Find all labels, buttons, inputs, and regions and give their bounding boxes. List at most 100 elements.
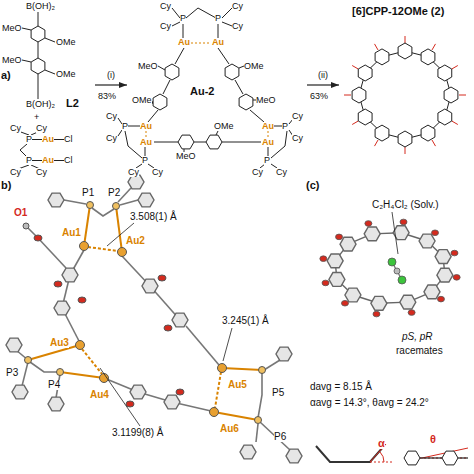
structure-stroke: [398, 131, 412, 147]
structure-stroke: [364, 227, 380, 241]
atom-label: Cy: [10, 168, 21, 177]
atom-label: Cl: [64, 156, 73, 165]
structure-stroke: [82, 349, 102, 374]
atom-label: Cy: [276, 168, 287, 177]
structure-stroke: [172, 313, 188, 327]
atom-label: OMe: [56, 70, 76, 79]
atom-label: P: [282, 122, 288, 131]
structure-stroke: [432, 44, 436, 50]
atom-number-label: Au4: [90, 390, 109, 400]
structure-stroke: [442, 451, 458, 465]
structure-stroke: [424, 285, 440, 299]
atom-label: Au: [140, 138, 152, 147]
structure-stroke: [178, 135, 194, 149]
structure-stroke: [34, 235, 42, 241]
compound-region: [6]CPP-12OMe (2): [340, 0, 474, 170]
atom-number-label: P2: [108, 188, 120, 198]
structure-stroke: [128, 126, 140, 127]
structure-stroke: [218, 24, 219, 38]
structure-stroke: [22, 60, 31, 62]
reaction-arrow: [307, 84, 339, 85]
structure-stroke: [276, 347, 292, 361]
structure-stroke: [438, 65, 452, 81]
structure-stroke: [164, 395, 180, 409]
atom-label: Cy: [160, 22, 171, 31]
structure-stroke: [352, 87, 366, 103]
structure-stroke: [22, 362, 28, 386]
structure-stroke: [16, 188, 290, 450]
structure-stroke: [268, 131, 269, 138]
atom-label: Au: [42, 156, 54, 165]
structure-stroke: [459, 95, 466, 96]
structure-stroke: [344, 95, 351, 96]
structure-stroke: [45, 38, 55, 42]
structure-stroke: [453, 275, 460, 281]
structure-stroke: [80, 242, 89, 251]
structure-stroke: [255, 417, 262, 424]
structure-stroke: [274, 126, 282, 127]
structure-stroke: [54, 301, 70, 315]
atom-label: Cy: [128, 168, 139, 177]
atom-label: OMe: [214, 122, 234, 131]
structure-stroke: [264, 360, 280, 370]
structure-stroke: [352, 66, 358, 70]
atom-number-label: Au1: [62, 228, 81, 238]
structure-stroke: [222, 142, 261, 143]
structure-stroke: [148, 110, 158, 122]
structure-stroke: [218, 364, 227, 373]
structure-stroke: [222, 368, 262, 370]
reaction-condition: (i): [107, 71, 115, 80]
measurement-label: C₂H₄Cl₂ (Solv.): [372, 200, 439, 210]
structure-stroke: [452, 66, 458, 70]
structure-stroke: [142, 279, 158, 293]
structure-stroke: [451, 250, 458, 256]
reaction-condition: (ii): [318, 71, 328, 80]
structure-stroke: [392, 212, 398, 254]
measurement-label: 3.245(1) Å: [222, 316, 269, 326]
structure-stroke: [405, 147, 406, 154]
structure-stroke: [380, 452, 384, 462]
atom-label: Au: [178, 38, 190, 47]
structure-stroke: [400, 219, 407, 225]
atom-number-label: Au6: [220, 424, 239, 434]
structure-stroke: [352, 121, 358, 125]
structure-stroke: [62, 268, 78, 282]
atom-label: Cy: [36, 168, 47, 177]
structure-stroke: [25, 357, 32, 364]
structure-stroke: [435, 250, 451, 264]
atom-label: Cy: [106, 112, 117, 121]
structure-stroke: [54, 281, 62, 287]
structure-stroke: [258, 372, 262, 418]
structure-stroke: [340, 237, 356, 251]
atom-label: P: [215, 14, 221, 23]
structure-stroke: [38, 42, 39, 58]
geometry-schematics: [316, 212, 468, 465]
structure-stroke: [259, 367, 266, 374]
atom-label: B(OH)₂: [26, 2, 55, 11]
atom-number-label: P1: [82, 188, 94, 198]
structure-stroke: [31, 58, 45, 74]
atom-label: OMe: [56, 38, 76, 47]
structure-stroke: [45, 70, 55, 74]
measurement-label: αavg = 14.3°, θavg = 24.2°: [310, 398, 429, 408]
atom-number-label: Au2: [126, 236, 145, 246]
atom-label: Cy: [106, 134, 117, 143]
atom-label: Au: [212, 38, 224, 47]
monomer-structure: [18, 12, 72, 169]
structure-stroke: [146, 131, 147, 138]
atom-label: Au: [42, 135, 54, 144]
measurement-label: O1: [14, 208, 27, 218]
structure-stroke: [268, 147, 269, 156]
atom-label: MeO: [2, 56, 22, 65]
gold-macrocycle-structure: [118, 8, 293, 168]
structure-stroke: [286, 449, 302, 463]
crystal-structure: [6, 175, 302, 463]
structure-stroke: [130, 385, 146, 399]
structure-stroke: [405, 36, 406, 43]
structure-stroke: [172, 22, 180, 26]
structure-stroke: [432, 140, 436, 146]
structure-stroke: [260, 422, 290, 450]
panel-letter: b): [1, 180, 11, 191]
structure-stroke: [78, 297, 86, 303]
structure-stroke: [175, 48, 184, 64]
